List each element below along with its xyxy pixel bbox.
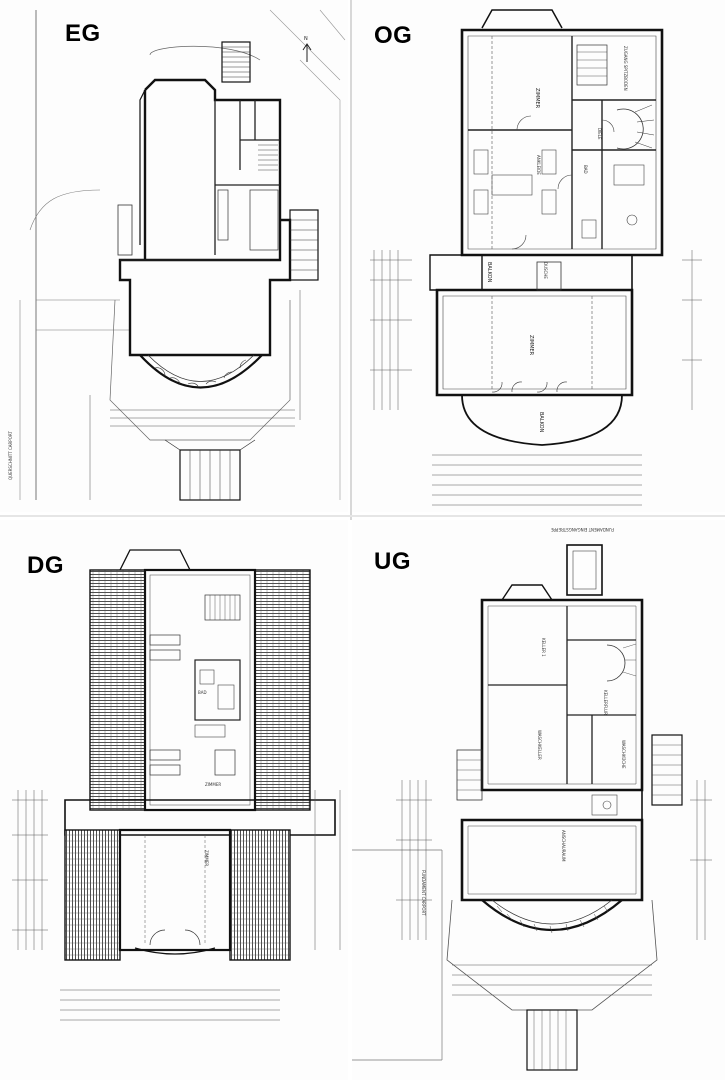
floor-plan-ug: UG FUNDAMENT EINGANGSTREPPE: [352, 520, 725, 1080]
eg-drawing: N: [8, 9, 346, 501]
divider-horizontal: [0, 515, 725, 517]
dg-bad-label: BAD: [198, 690, 207, 695]
dg-drawing: BAD ZIMMER ZIMMER: [12, 549, 341, 1021]
og-bad-label: BAD: [583, 165, 588, 174]
ug-waschkueche-label: WASCHKÜCHE: [621, 740, 626, 769]
ug-drawing: FUNDAMENT EINGANGSTREPPE: [352, 527, 712, 1071]
og-balkon-bottom-label: BALKON: [538, 412, 544, 433]
ug-keller-label: KELLER 1: [541, 638, 546, 657]
ug-fundament-top-label: FUNDAMENT EINGANGSTREPPE: [551, 527, 614, 532]
floor-label-dg: DG: [27, 552, 64, 579]
og-zugang-label: ZUGANG SPITZBODEN: [623, 46, 628, 91]
floor-plan-og: OG: [352, 0, 725, 512]
floor-plan-eg: EG N: [0, 0, 348, 512]
ug-waschkeller-label: WASCHKELLER: [537, 730, 542, 760]
dg-zimmer-top-label: ZIMMER: [205, 782, 221, 787]
og-zimmer-main-label: ZIMMER: [528, 335, 534, 356]
ug-kellerflur-label: KELLERFLUR: [603, 690, 608, 715]
og-balkon-left-label: BALKON: [486, 262, 492, 283]
floor-label-eg: EG: [65, 20, 101, 47]
og-zimmer-top-label: ZIMMER: [534, 88, 540, 109]
north-marker: N: [304, 36, 308, 42]
floor-label-og: OG: [374, 22, 413, 49]
dg-zimmer-bottom-label: ZIMMER: [204, 850, 209, 866]
og-drawing: ZIMMER ZIMMER BALKON BALKON DUSCHE BAD D…: [370, 9, 702, 506]
floor-plan-dg: DG: [0, 520, 348, 1080]
eg-carport-label: QUERSCHNITT CARPORT: [8, 431, 13, 480]
floor-label-ug: UG: [374, 548, 411, 575]
ug-anschauraum-label: ANSCHAURAUM: [561, 830, 566, 862]
divider-vertical-top: [350, 0, 352, 520]
og-dusche-label: DUSCHE: [543, 262, 548, 279]
ug-fundament-carport-label: FUNDAMENT CARPORT: [421, 870, 426, 916]
og-diele-label: DIELE: [597, 128, 602, 140]
og-ankleide-label: ANKLEIDE: [536, 155, 541, 175]
